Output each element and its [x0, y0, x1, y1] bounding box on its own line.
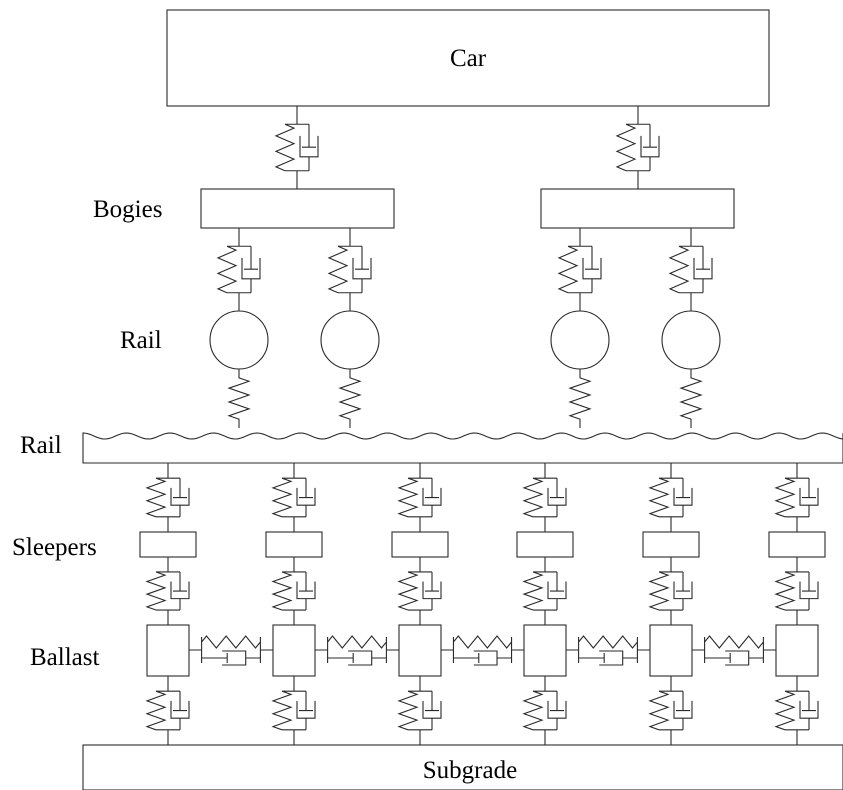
pad-rail-sleeper-1-path — [145, 463, 190, 532]
sleeper-3 — [391, 531, 449, 558]
wheels-label: Rail — [120, 327, 162, 354]
pad-ballast-subgrade-5 — [648, 676, 693, 745]
suspension-car-bogie-left-path — [274, 106, 319, 189]
pad-rail-sleeper-6 — [774, 463, 819, 532]
suspension-bogie-wheel-4-path — [668, 228, 713, 311]
suspension-bogie-wheel-4 — [668, 228, 713, 311]
pad-sleeper-ballast-4-path — [522, 557, 567, 625]
wheel-3 — [550, 310, 610, 370]
suspension-bogie-wheel-3-path — [557, 228, 602, 311]
pad-rail-sleeper-4 — [522, 463, 567, 532]
pad-rail-sleeper-1 — [145, 463, 190, 532]
pad-rail-sleeper-5 — [648, 463, 693, 532]
wheel-4 — [661, 310, 721, 370]
pad-ballast-subgrade-1 — [145, 676, 190, 745]
suspension-car-bogie-left — [274, 106, 319, 189]
shear-link-ballast-4 — [566, 635, 650, 666]
ballast-label: Ballast — [30, 644, 99, 671]
pad-sleeper-ballast-2 — [271, 557, 316, 625]
pad-sleeper-ballast-1 — [145, 557, 190, 625]
suspension-bogie-wheel-3 — [557, 228, 602, 311]
bogie-left — [200, 188, 395, 229]
pad-rail-sleeper-2 — [271, 463, 316, 532]
pad-sleeper-ballast-5-path — [648, 557, 693, 625]
shear-link-ballast-2 — [315, 635, 399, 666]
sleeper-6 — [768, 531, 826, 558]
shear-link-ballast-5-path — [692, 635, 776, 666]
suspension-bogie-wheel-1-path — [216, 228, 261, 311]
suspension-car-bogie-right-path — [615, 106, 660, 189]
pad-ballast-subgrade-3 — [397, 676, 442, 745]
pad-sleeper-ballast-4 — [522, 557, 567, 625]
suspension-bogie-wheel-1 — [216, 228, 261, 311]
shear-link-ballast-2-path — [315, 635, 399, 666]
contact-spring-3-path — [568, 369, 592, 428]
sleeper-4 — [516, 531, 574, 558]
pad-sleeper-ballast-6 — [774, 557, 819, 625]
pad-ballast-subgrade-1-path — [145, 676, 190, 745]
pad-ballast-subgrade-6 — [774, 676, 819, 745]
contact-spring-2 — [338, 369, 362, 428]
contact-spring-3 — [568, 369, 592, 428]
pad-ballast-subgrade-4 — [522, 676, 567, 745]
ballast-block-3 — [398, 624, 442, 677]
subgrade-block — [82, 744, 843, 790]
pad-sleeper-ballast-1-path — [145, 557, 190, 625]
rail-label: Rail — [20, 432, 62, 459]
ballast-block-2 — [272, 624, 316, 677]
pad-ballast-subgrade-6-path — [774, 676, 819, 745]
contact-spring-1-path — [227, 369, 251, 428]
ballast-block-4 — [523, 624, 567, 677]
pad-sleeper-ballast-5 — [648, 557, 693, 625]
sleepers-label: Sleepers — [12, 534, 97, 561]
pad-sleeper-ballast-3 — [397, 557, 442, 625]
pad-sleeper-ballast-2-path — [271, 557, 316, 625]
pad-rail-sleeper-3-path — [397, 463, 442, 532]
contact-spring-2-path — [338, 369, 362, 428]
pad-sleeper-ballast-3-path — [397, 557, 442, 625]
contact-spring-4 — [679, 369, 703, 428]
pad-ballast-subgrade-3-path — [397, 676, 442, 745]
wheel-2 — [320, 310, 380, 370]
suspension-car-bogie-right — [615, 106, 660, 189]
shear-link-ballast-1-path — [189, 635, 273, 666]
sleepers-group — [139, 531, 826, 558]
contact-spring-4-path — [679, 369, 703, 428]
ballast-block-6 — [775, 624, 819, 677]
pad-ballast-subgrade-4-path — [522, 676, 567, 745]
rail-beam — [82, 432, 843, 464]
shear-link-ballast-4-path — [566, 635, 650, 666]
shear-link-ballast-5 — [692, 635, 776, 666]
pad-rail-sleeper-3 — [397, 463, 442, 532]
subgrade-label: Subgrade — [423, 757, 517, 784]
suspension-bogie-wheel-2-path — [327, 228, 372, 311]
shear-link-ballast-3 — [441, 635, 524, 666]
sleeper-1 — [139, 531, 197, 558]
wheel-1 — [209, 310, 269, 370]
ballast-group — [146, 624, 819, 677]
bogie-right — [540, 188, 735, 229]
sleeper-2 — [265, 531, 323, 558]
pad-rail-sleeper-2-path — [271, 463, 316, 532]
contact-spring-1 — [227, 369, 251, 428]
pad-ballast-subgrade-5-path — [648, 676, 693, 745]
pad-rail-sleeper-4-path — [522, 463, 567, 532]
pad-rail-sleeper-6-path — [774, 463, 819, 532]
suspension-bogie-wheel-2 — [327, 228, 372, 311]
car-body — [166, 9, 770, 107]
shear-link-ballast-1 — [189, 635, 273, 666]
shear-link-ballast-3-path — [441, 635, 524, 666]
ballast-block-5 — [649, 624, 693, 677]
sleeper-5 — [642, 531, 700, 558]
car-label: Car — [450, 45, 487, 72]
pad-rail-sleeper-5-path — [648, 463, 693, 532]
ballast-block-1 — [146, 624, 190, 677]
bogies-label: Bogies — [93, 196, 162, 223]
pad-ballast-subgrade-2-path — [271, 676, 316, 745]
pad-sleeper-ballast-6-path — [774, 557, 819, 625]
pad-ballast-subgrade-2 — [271, 676, 316, 745]
